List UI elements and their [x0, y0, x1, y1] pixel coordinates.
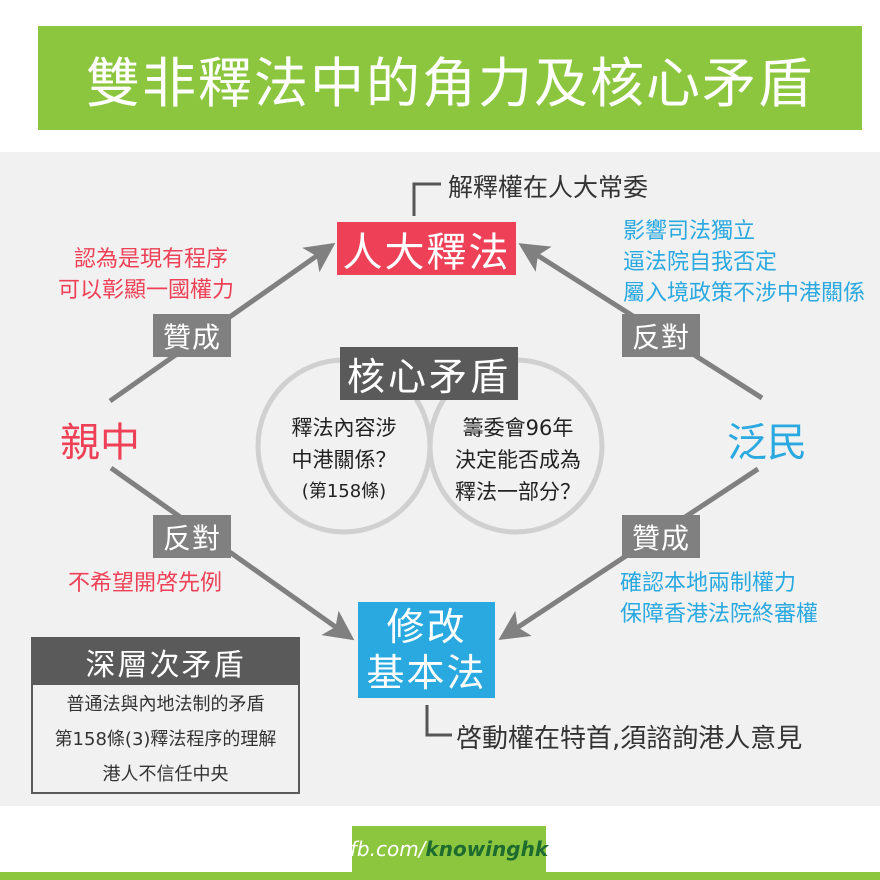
top-note-bracket [412, 182, 441, 216]
reason-line: 認為是現有程序 [73, 247, 228, 272]
node-label-line: 修改 [386, 605, 467, 649]
right-support-badge: 贊成 [622, 515, 700, 558]
pro-beijing-camp-label: 親中 [60, 420, 140, 466]
reason-line: 確認本地兩制權力 [620, 571, 797, 596]
question-line: 釋法一部分？ [455, 480, 581, 504]
reason-line: 不希望開啓先例 [68, 571, 223, 596]
reason-line: 保障香港法院終審權 [620, 602, 819, 627]
pan-democrat-camp-label: 泛民 [727, 420, 807, 466]
footer-bar [0, 872, 880, 880]
question-line: 決定能否成為 [455, 448, 581, 472]
deep-conflict-item: 普通法與內地法制的矛盾 [66, 693, 265, 715]
question-line: 釋法內容涉 [291, 416, 397, 440]
page-title: 雙非釋法中的角力及核心矛盾 [86, 51, 814, 115]
top-node-note: 解釋權在人大常委 [448, 173, 649, 202]
bottom-note-bracket [425, 705, 452, 737]
question-line: 中港關係？ [291, 448, 397, 472]
reason-line: 影響司法獨立 [623, 219, 756, 244]
right-oppose-reasons: 影響司法獨立 逼法院自我否定 屬入境政策不涉中港關係 [623, 216, 865, 309]
amend-basic-law-node: 修改 基本法 [358, 602, 495, 698]
deep-conflict-item: 港人不信任中央 [102, 763, 229, 785]
core-conflict-title: 核心矛盾 [340, 347, 518, 400]
right-support-reasons: 確認本地兩制權力 保障香港法院終審權 [620, 568, 818, 630]
deep-conflict-title: 深層次矛盾 [33, 639, 298, 685]
question-line: 籌委會96年 [462, 416, 574, 440]
reason-line: 屬入境政策不涉中港關係 [623, 281, 866, 306]
left-support-badge: 贊成 [153, 314, 231, 357]
deep-conflict-item: 第158條(3)釋法程序的理解 [54, 728, 277, 750]
facebook-link-prefix: fb.com/ [349, 837, 426, 861]
deep-conflict-box: 深層次矛盾 普通法與內地法制的矛盾 第158條(3)釋法程序的理解 港人不信任中… [31, 637, 300, 794]
reason-line: 可以彰顯一國權力 [58, 278, 235, 303]
left-oppose-badge: 反對 [153, 515, 231, 558]
reason-line: 逼法院自我否定 [623, 250, 778, 275]
npc-interpretation-node: 人大釋法 [337, 222, 516, 276]
bottom-node-note: 啓動權在特首,須諮詢港人意見 [456, 724, 803, 754]
left-oppose-reasons: 不希望開啓先例 [68, 568, 222, 599]
left-pro-reasons: 認為是現有程序 可以彰顯一國權力 [58, 244, 235, 306]
article-reference: (第158條) [301, 481, 387, 502]
node-label-line: 基本法 [366, 651, 487, 695]
facebook-link-handle: knowinghk [425, 837, 549, 861]
right-oppose-badge: 反對 [622, 314, 700, 357]
title-banner [38, 26, 862, 130]
core-right-question: 籌委會96年 決定能否成為 釋法一部分？ [438, 412, 598, 508]
facebook-link[interactable]: fb.com/knowinghk [349, 826, 549, 872]
core-left-question: 釋法內容涉 中港關係？ (第158條) [264, 412, 424, 508]
